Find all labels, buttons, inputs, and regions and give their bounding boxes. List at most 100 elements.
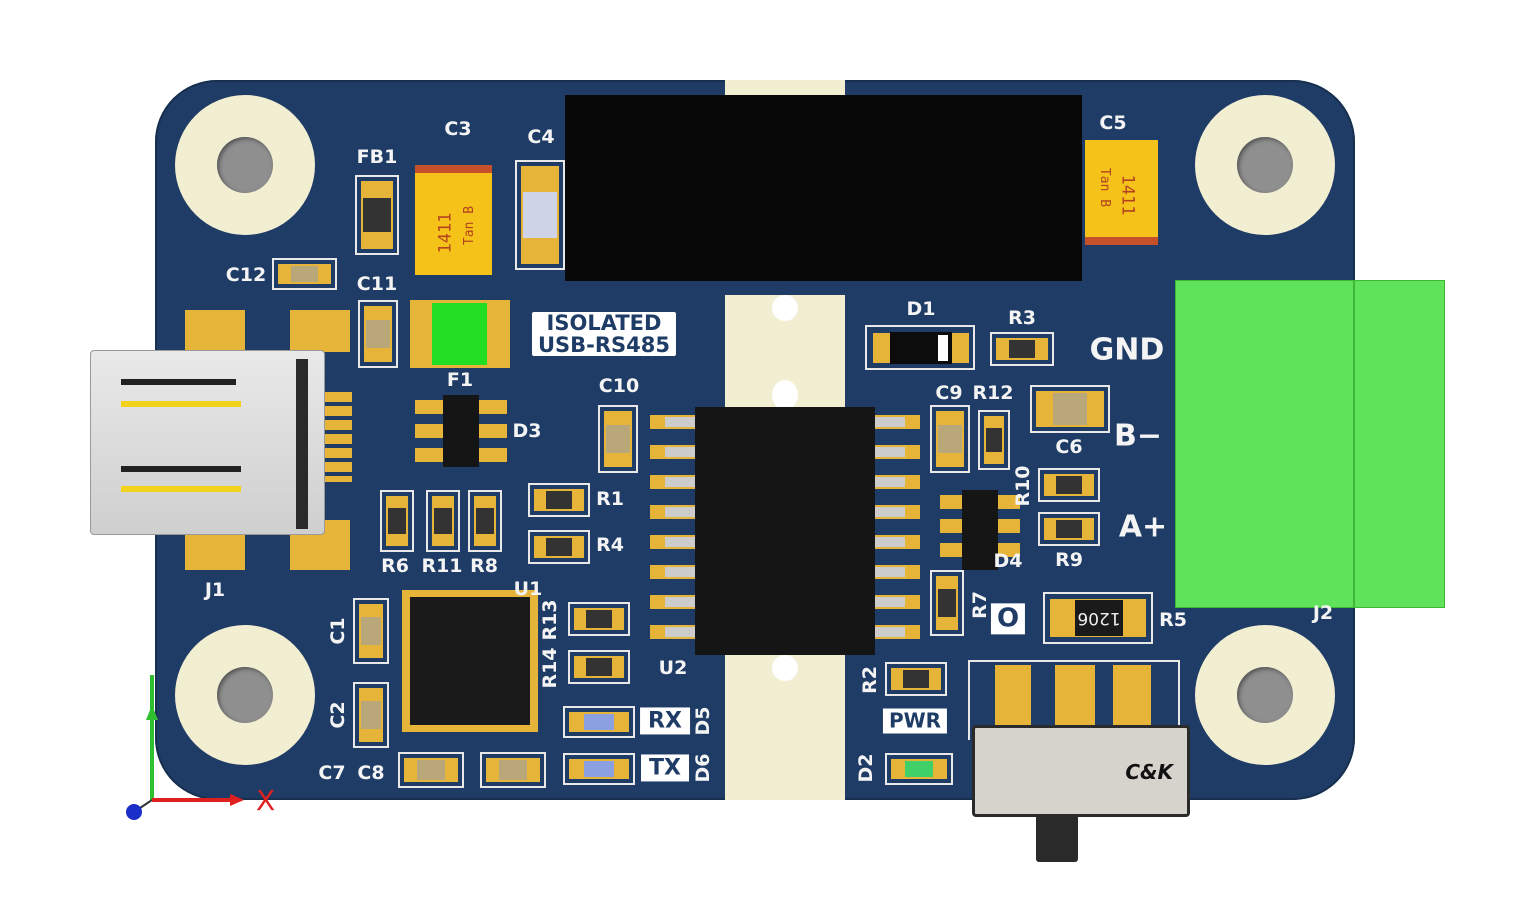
smd-component <box>568 602 630 636</box>
label-tx: TX <box>641 754 689 782</box>
smd-component <box>930 570 964 636</box>
smd-component <box>468 490 502 552</box>
axis-gizmo: X <box>126 675 275 820</box>
switch-knob[interactable] <box>1036 810 1078 862</box>
smd-component <box>515 160 565 270</box>
smd-component <box>598 405 638 473</box>
smd-component <box>528 483 590 517</box>
label-a-plus: A+ <box>1118 509 1168 545</box>
u2-lead <box>875 507 905 517</box>
label-rx: RX <box>640 707 690 735</box>
smd-component <box>528 530 590 564</box>
u2-lead <box>665 417 695 427</box>
label-d2: D2 <box>855 753 877 783</box>
slide-switch[interactable]: C&K <box>972 725 1190 817</box>
label-u2: U2 <box>658 657 688 679</box>
label-c7: C7 <box>318 762 346 784</box>
label-r11: R11 <box>421 555 463 577</box>
mounting-hole <box>175 95 315 235</box>
smd-component <box>353 682 389 748</box>
label-c9: C9 <box>935 382 963 404</box>
u2-lead <box>875 567 905 577</box>
sw-pad <box>995 665 1031 735</box>
smd-component <box>398 752 464 788</box>
label-j1: J1 <box>204 579 226 601</box>
u2-lead <box>875 447 905 457</box>
label-r14: R14 <box>539 647 561 689</box>
label-r6: R6 <box>381 555 409 577</box>
u2-lead <box>875 417 905 427</box>
smd-component <box>353 598 389 664</box>
smd-component <box>1038 468 1100 502</box>
smd-component <box>358 300 398 368</box>
mounting-hole <box>1195 95 1335 235</box>
u2-lead <box>665 447 695 457</box>
y-axis-arrow-icon <box>146 705 158 720</box>
isolation-strip <box>725 80 845 98</box>
label-u1: U1 <box>513 578 543 600</box>
slot-hole <box>772 655 798 681</box>
z-axis-dot <box>126 804 142 820</box>
smd-component <box>1030 385 1110 433</box>
label-gnd: GND <box>1089 332 1165 368</box>
mounting-hole <box>1195 625 1335 765</box>
smd-component <box>480 752 546 788</box>
label-r13: R13 <box>539 599 561 641</box>
j1-signal-pads <box>320 392 352 482</box>
label-c1: C1 <box>327 617 349 645</box>
label-c5: C5 <box>1099 112 1127 134</box>
smd-component <box>426 490 460 552</box>
mounting-hole <box>175 625 315 765</box>
label-r3: R3 <box>1008 307 1036 329</box>
u2-lead <box>665 537 695 547</box>
label-fb1: FB1 <box>356 146 398 168</box>
u2-lead <box>875 477 905 487</box>
slot-hole <box>772 380 798 410</box>
smd-component <box>380 490 414 552</box>
u2-lead <box>875 597 905 607</box>
label-c8: C8 <box>357 762 385 784</box>
r5-resistor: 1206 <box>1075 600 1123 636</box>
c5-tantalum-capacitor: 1411 Tan B <box>1085 140 1158 245</box>
smd-component <box>978 410 1010 470</box>
label-b-minus: B− <box>1113 418 1163 454</box>
smd-component <box>568 650 630 684</box>
d4-chip <box>962 490 998 570</box>
u2-lead <box>665 507 695 517</box>
slot-hole <box>772 295 798 321</box>
u2-lead <box>665 597 695 607</box>
label-r8: R8 <box>470 555 498 577</box>
label-r5: R5 <box>1159 609 1187 631</box>
label-r10: R10 <box>1012 465 1034 507</box>
label-r2: R2 <box>859 666 881 694</box>
label-r12: R12 <box>972 382 1014 404</box>
label-pwr: PWR <box>882 708 948 734</box>
label-r9: R9 <box>1055 549 1083 571</box>
f1-fuse <box>432 303 487 365</box>
u2-lead <box>875 627 905 637</box>
label-d3: D3 <box>512 420 542 442</box>
smd-component <box>930 405 970 473</box>
x-axis-label: X <box>256 784 275 817</box>
usb-c-connector[interactable] <box>90 350 325 535</box>
x-axis-arrow-icon <box>230 794 244 806</box>
label-c6: C6 <box>1055 436 1083 458</box>
smd-component <box>355 175 399 255</box>
d1-cathode-band <box>938 335 948 361</box>
label-c10: C10 <box>598 375 640 397</box>
smd-component <box>885 753 953 785</box>
label-c12: C12 <box>225 264 267 286</box>
label-d5: D5 <box>692 706 714 736</box>
u2-lead <box>875 537 905 547</box>
smd-component <box>1038 512 1100 546</box>
label-c4: C4 <box>527 126 555 148</box>
smd-component <box>563 706 635 738</box>
label-r1: R1 <box>596 488 624 510</box>
j2-terminal-block[interactable] <box>1175 280 1445 608</box>
u1-chip <box>410 597 530 725</box>
u2-lead <box>665 627 695 637</box>
sw-pad <box>1055 665 1095 735</box>
label-f1: F1 <box>446 369 474 391</box>
dcdc-module <box>565 95 1082 281</box>
